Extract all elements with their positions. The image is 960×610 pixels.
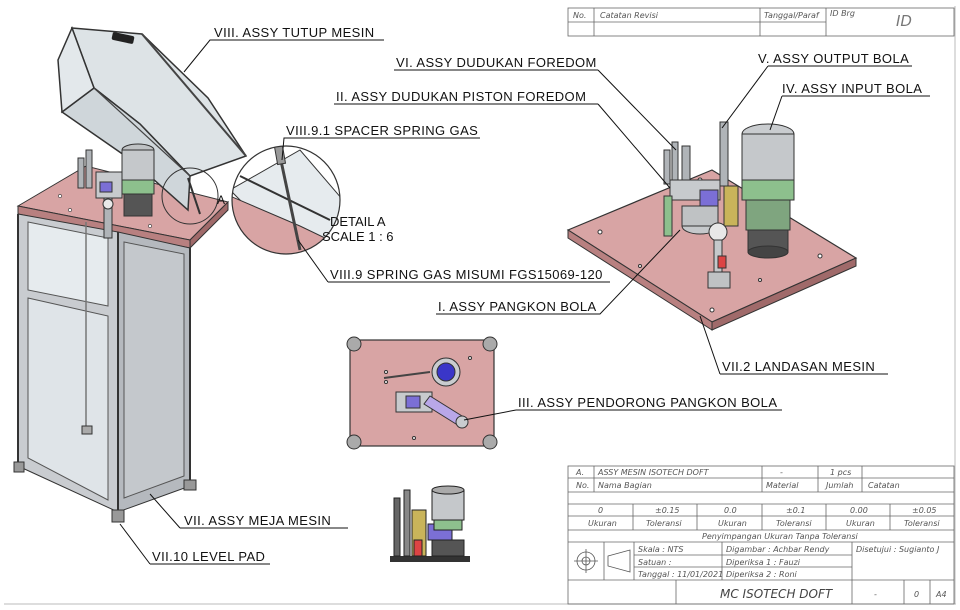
tol-value: ±0.05 — [912, 506, 937, 515]
revision-table — [567, 7, 955, 37]
tanggal: Tanggal : 11/01/2021 — [638, 570, 724, 579]
label-spring-gas-misumi: VIII.9 SPRING GAS MISUMI FGS15069-120 — [330, 267, 603, 282]
detail-a-caption: DETAIL A SCALE 1 : 6 — [322, 214, 394, 244]
item-no: A. — [576, 468, 585, 477]
leader-lines — [119, 39, 930, 565]
label-assy-tutup-mesin: VIII. ASSY TUTUP MESIN — [214, 25, 375, 40]
rev-header-catatan: Catatan Revisi — [600, 11, 659, 20]
header-nama-bagian: Nama Bagian — [598, 481, 652, 490]
skala: Skala : NTS — [638, 545, 684, 554]
rev-header-no: No. — [573, 11, 587, 20]
detail-a-marker: A — [217, 193, 226, 207]
digambar: Digambar : Achbar Rendy — [726, 545, 830, 554]
label-assy-pendorong-pangkon-bola: III. ASSY PENDORONG PANGKON BOLA — [518, 395, 778, 410]
tol-header: Toleransi — [646, 519, 682, 528]
label-assy-dudukan-piston-foredom: II. ASSY DUDUKAN PISTON FOREDOM — [336, 89, 587, 104]
item-qty: 1 pcs — [830, 468, 852, 477]
label-spacer-spring-gas: VIII.9.1 SPACER SPRING GAS — [286, 123, 479, 138]
tol-header: Toleransi — [776, 519, 812, 528]
header-no: No. — [576, 481, 590, 490]
label-assy-meja-mesin: VII. ASSY MEJA MESIN — [184, 513, 332, 528]
projection-symbol — [574, 549, 631, 573]
drawing-title: MC ISOTECH DOFT — [720, 587, 833, 601]
base-plate-top-view — [346, 336, 498, 450]
base-plate-isometric — [566, 121, 858, 331]
diperiksa-1: Diperiksa 1 : Fauzi — [726, 558, 801, 567]
label-assy-dudukan-foredom: VI. ASSY DUDUKAN FOREDOM — [396, 55, 597, 70]
satuan: Satuan : — [638, 558, 672, 567]
machine-cabinet — [13, 165, 229, 523]
rev-id: ID — [896, 12, 912, 30]
item-material: - — [780, 468, 783, 477]
label-assy-output-bola: V. ASSY OUTPUT BOLA — [758, 51, 910, 66]
header-catatan: Catatan — [868, 481, 900, 490]
label-assy-input-bola: IV. ASSY INPUT BOLA — [782, 81, 923, 96]
tol-caption: Penyimpangan Ukuran Tanpa Toleransi — [702, 532, 858, 541]
rev-header-id-brg: ID Brg — [830, 9, 855, 18]
rev-header-tanggal: Tanggal/Paraf — [764, 11, 819, 20]
label-level-pad: VII.10 LEVEL PAD — [152, 549, 266, 564]
disetujui: Disetujui : Sugianto J — [856, 545, 940, 554]
tol-header: Toleransi — [904, 519, 940, 528]
tol-value: ±0.15 — [655, 506, 680, 515]
front-view-small — [390, 485, 470, 562]
tol-header: Ukuran — [846, 519, 875, 528]
cabinet-top-assembly — [77, 143, 155, 239]
tol-header: Ukuran — [588, 519, 617, 528]
paper-size: A4 — [936, 590, 947, 599]
detail-a-title: DETAIL A — [329, 214, 386, 229]
tol-header: Ukuran — [718, 519, 747, 528]
sheet-no: 0 — [914, 590, 920, 599]
label-landasan-mesin: VII.2 LANDASAN MESIN — [722, 359, 876, 374]
drawing-dash: - — [874, 590, 877, 599]
item-name: ASSY MESIN ISOTECH DOFT — [598, 468, 709, 477]
tol-value: 0 — [598, 506, 604, 515]
title-block — [567, 465, 955, 605]
header-material: Material — [766, 481, 799, 490]
tol-value: 0.0 — [724, 506, 737, 515]
detail-a-scale: SCALE 1 : 6 — [322, 229, 394, 244]
diperiksa-2: Diperiksa 2 : Roni — [726, 570, 797, 579]
label-assy-pangkon-bola: I. ASSY PANGKON BOLA — [438, 299, 597, 314]
tol-value: ±0.1 — [786, 506, 806, 515]
tol-value: 0.00 — [850, 506, 868, 515]
header-jumlah: Jumlah — [826, 481, 854, 490]
